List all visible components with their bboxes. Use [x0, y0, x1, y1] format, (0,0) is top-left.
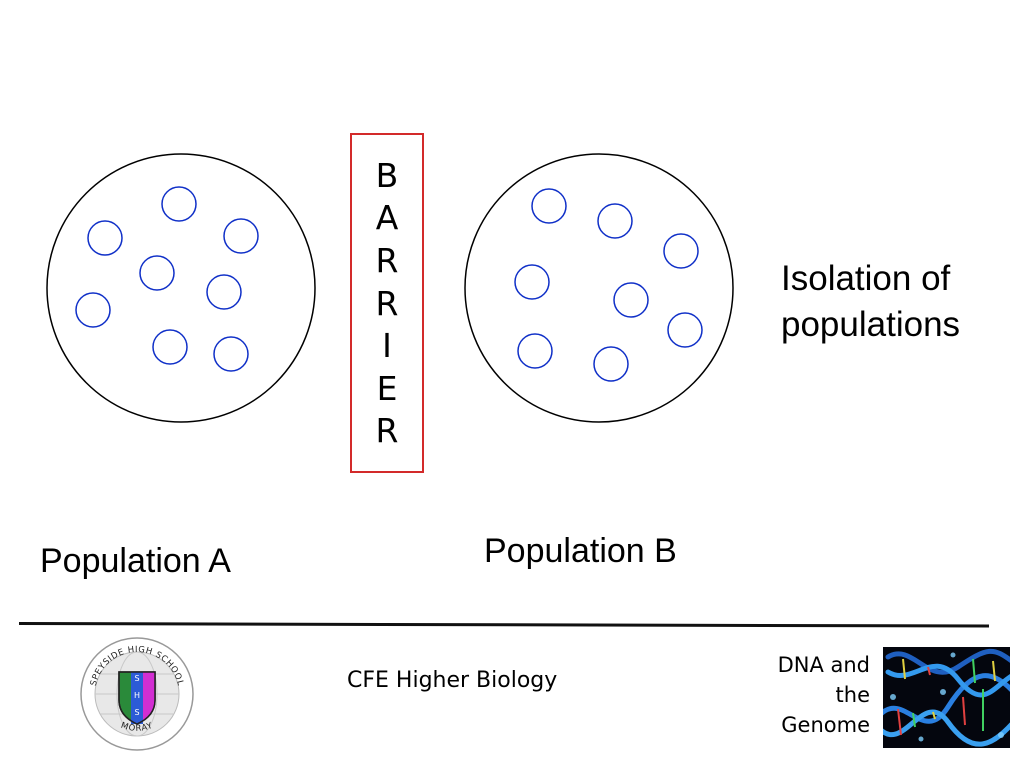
organism — [593, 346, 629, 382]
organism — [87, 220, 123, 256]
population-a-label: Population A — [40, 542, 231, 580]
organism — [597, 203, 633, 239]
organism — [161, 186, 197, 222]
school-logo: S H S SPEYSIDE HIGH SCHOOL MORAY — [80, 637, 194, 751]
organism — [517, 333, 553, 369]
barrier-letter: R — [375, 240, 399, 280]
organism — [613, 282, 649, 318]
course-title: CFE Higher Biology — [347, 668, 558, 693]
barrier-letter: R — [375, 283, 399, 323]
population-b-organisms — [514, 188, 703, 382]
organism — [206, 274, 242, 310]
topic-line: Genome — [781, 713, 870, 737]
organism — [213, 336, 249, 372]
organism — [152, 329, 188, 365]
topic-title: DNA and the Genome — [740, 650, 870, 740]
topic-line: DNA and — [777, 653, 870, 677]
population-a-organisms — [75, 186, 259, 372]
organism — [75, 292, 111, 328]
barrier-letter: I — [382, 326, 392, 366]
topic-line: the — [835, 683, 870, 707]
organism — [663, 233, 699, 269]
dna-helix-image — [883, 647, 1010, 748]
population-b-boundary — [464, 153, 734, 423]
shield-icon — [118, 671, 156, 725]
organism — [223, 218, 259, 254]
shield-letter: S — [134, 708, 139, 717]
shield-letter: H — [134, 691, 140, 700]
slide-title: Isolation of populations — [781, 259, 961, 344]
barrier-letter: B — [375, 155, 399, 195]
population-a-boundary — [46, 153, 316, 423]
organism — [514, 264, 550, 300]
shield-letter: S — [134, 674, 139, 683]
organism — [667, 312, 703, 348]
barrier: B A R R I E R — [350, 133, 424, 473]
organism — [531, 188, 567, 224]
population-b-label: Population B — [484, 532, 677, 570]
barrier-letter: A — [375, 198, 399, 238]
barrier-letter: E — [376, 368, 398, 408]
organism — [139, 255, 175, 291]
barrier-letter: R — [375, 411, 399, 451]
